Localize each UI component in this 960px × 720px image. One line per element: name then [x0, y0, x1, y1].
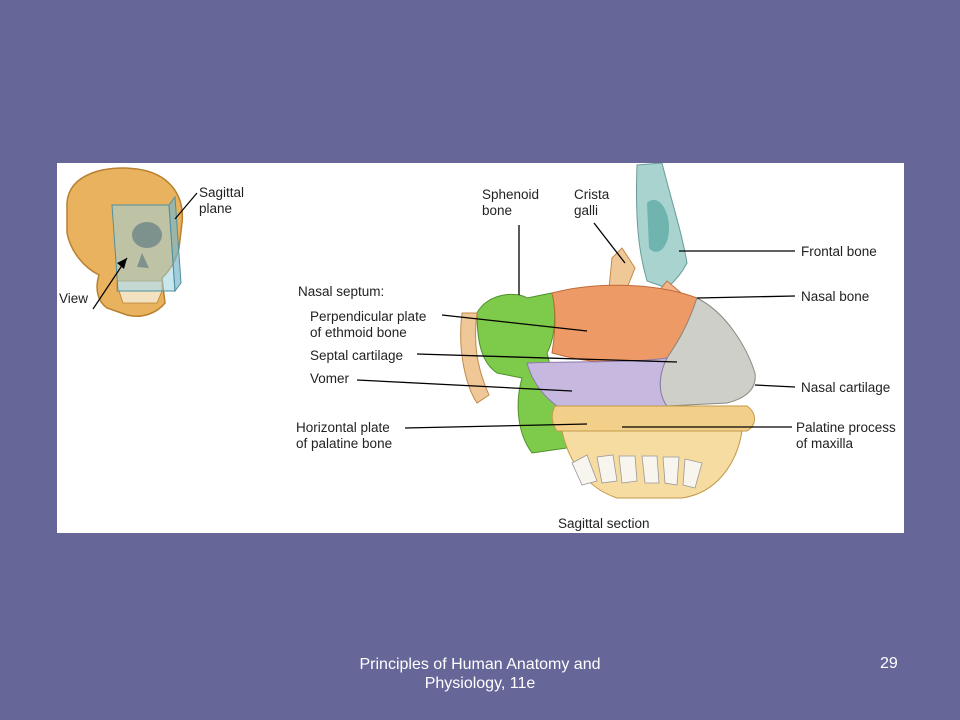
nasal-septum-heading: Nasal septum:: [298, 284, 385, 299]
sagittal-section-drawing: [460, 163, 756, 499]
nasal-cartilage-leader: [754, 384, 796, 388]
nasal-cartilage-label: Nasal cartilage: [801, 380, 891, 395]
horizontal-plate-leader: [404, 423, 588, 429]
nasal-bone-leader: [696, 295, 796, 299]
sagittal-plane-label: Sagittal plane: [199, 185, 245, 216]
vomer-leader: [356, 379, 573, 392]
view-arrowhead: [117, 258, 127, 269]
frontal-bone-label: Frontal bone: [801, 244, 877, 259]
palatine-process-label: Palatine process of maxilla: [796, 420, 896, 451]
sphenoid-bone-label: Sphenoid bone: [482, 187, 540, 218]
page-number: 29: [880, 655, 898, 672]
septal-cartilage-label: Septal cartilage: [310, 348, 404, 363]
footer-book-title: Principles of Human Anatomy and Physiolo…: [359, 656, 601, 692]
crista-galli-label: Crista galli: [574, 187, 610, 218]
perpendicular-plate-leader: [441, 314, 588, 332]
figure-caption: Sagittal section: [558, 516, 650, 531]
horizontal-plate-label: Horizontal plate of palatine bone: [296, 420, 393, 451]
leader-lines: [356, 222, 796, 429]
septal-cartilage-leader: [416, 353, 678, 363]
crista-galli-leader: [593, 222, 626, 264]
nasal-bone-label: Nasal bone: [801, 289, 870, 304]
perpendicular-plate-label: Perpendicular plate of ethmoid bone: [310, 309, 427, 340]
vomer-label: Vomer: [310, 371, 350, 386]
sagittal-plane-leader: [174, 192, 198, 220]
figure-illustration: [66, 163, 796, 499]
view-label: View: [59, 291, 89, 306]
anatomy-figure: Sagittal plane View Sphenoid bone Crista…: [57, 163, 904, 533]
sagittal-plane-panel: [111, 195, 182, 293]
